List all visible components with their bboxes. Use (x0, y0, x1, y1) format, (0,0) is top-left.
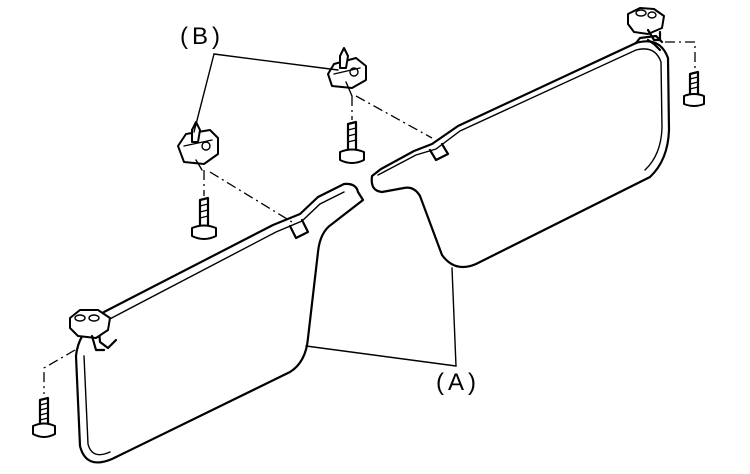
right-screw (683, 70, 705, 107)
clip-upper-slot-guide (355, 95, 433, 139)
clip-hook-lower (177, 121, 219, 171)
leader-b-lower (193, 53, 215, 133)
clip-hook-upper (327, 47, 367, 97)
leader-a-left (305, 345, 457, 367)
left-screw (32, 396, 56, 438)
leader-b-upper (213, 53, 339, 71)
left-screw-guide (43, 349, 76, 394)
clip-screw-upper (339, 120, 365, 164)
label-b: (B) (180, 23, 224, 50)
right-screw-guide (665, 41, 696, 68)
left-sun-visor (74, 182, 365, 464)
leader-a-right (451, 267, 457, 367)
right-sun-visor (370, 34, 671, 269)
clip-screw-lower (191, 196, 217, 240)
label-a: (A) (436, 369, 480, 396)
right-pivot-mount (627, 7, 665, 42)
left-pivot-mount (69, 309, 111, 352)
clip-lower-slot-guide (209, 171, 293, 223)
